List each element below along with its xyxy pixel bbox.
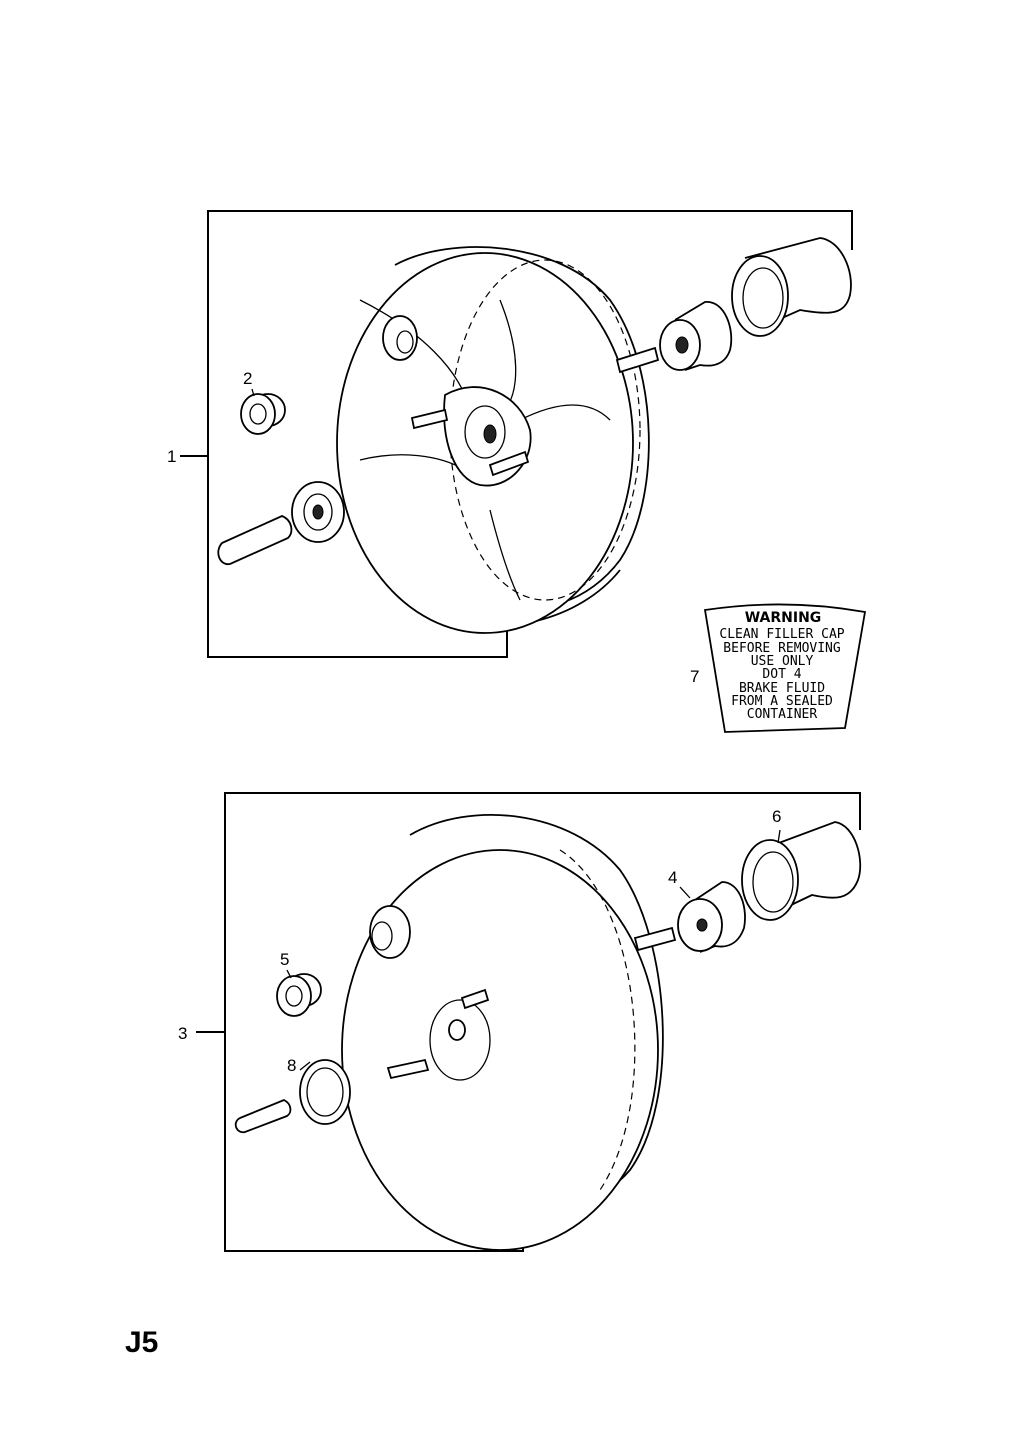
callout-1: 1 [167, 447, 176, 466]
filter-1 [659, 301, 733, 371]
grommet-2 [240, 393, 286, 435]
leader-line [679, 886, 691, 899]
warning-line: USE ONLY [751, 654, 814, 669]
callout-3: 3 [178, 1024, 187, 1043]
leader-line [777, 829, 781, 844]
pin-1 [217, 515, 293, 565]
callout-2: 2 [243, 369, 252, 388]
assembly-1-bracket [180, 210, 853, 658]
o-ring-8 [299, 1059, 351, 1125]
pin-3 [234, 1099, 292, 1134]
leader-line [251, 388, 255, 397]
callout-6: 6 [772, 807, 781, 826]
grommet-5 [276, 973, 322, 1017]
seal-cap-1 [731, 237, 852, 337]
callout-7: 7 [690, 667, 699, 686]
warning-line: DOT 4 [762, 667, 801, 682]
warning-label: WARNING CLEAN FILLER CAP BEFORE REMOVING… [703, 603, 867, 733]
warning-title: WARNING [745, 610, 822, 626]
warning-line: CLEAN FILLER CAP [719, 627, 844, 642]
seal-ring-1 [291, 481, 345, 543]
warning-line: BEFORE REMOVING [723, 641, 841, 656]
brake-booster-1 [336, 246, 660, 634]
callout-4: 4 [668, 868, 677, 887]
leader-line [286, 969, 292, 979]
brake-booster-3 [341, 813, 677, 1251]
warning-line: CONTAINER [747, 707, 818, 722]
filter-4 [677, 881, 746, 953]
callout-8: 8 [287, 1056, 296, 1075]
warning-line: BRAKE FLUID [739, 681, 825, 696]
leader-line [299, 1061, 311, 1071]
callout-5: 5 [280, 950, 289, 969]
page-code: J5 [125, 1326, 158, 1359]
warning-line: FROM A SEALED [731, 694, 833, 709]
seal-cap-6 [741, 821, 862, 921]
